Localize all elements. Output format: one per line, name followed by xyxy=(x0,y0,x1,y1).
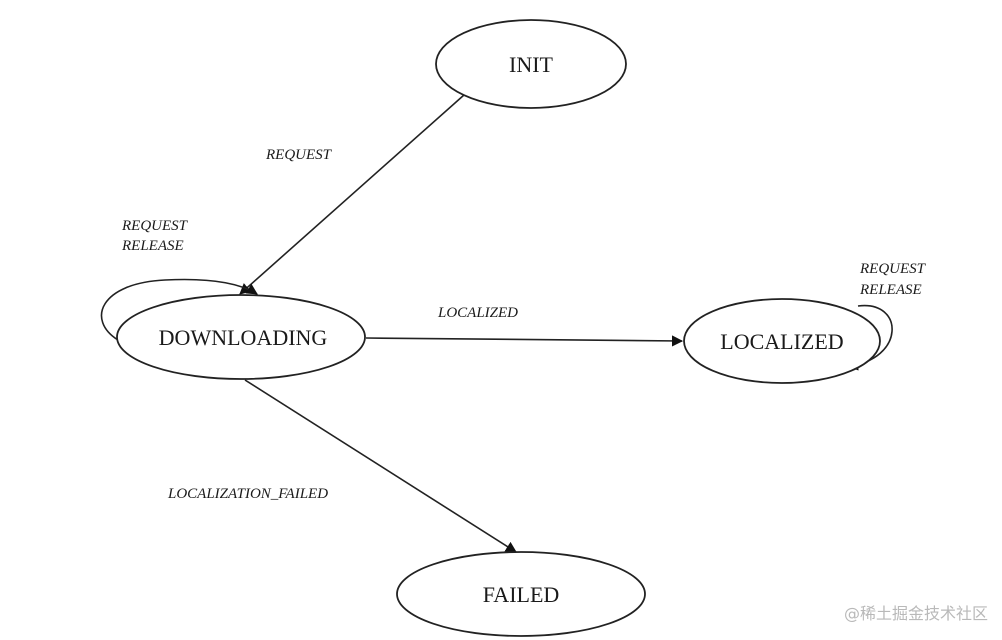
watermark-text: @稀土掘金技术社区 xyxy=(843,604,988,623)
state-label-localized: LOCALIZED xyxy=(720,329,843,354)
state-node-failed: FAILED xyxy=(396,551,646,637)
edge-label-localized-self-request: REQUEST xyxy=(859,261,927,277)
state-node-localized: LOCALIZED xyxy=(683,298,881,384)
state-ellipse xyxy=(116,294,366,380)
edge-label-downloading-to-failed: LOCALIZATION_FAILED xyxy=(167,486,328,502)
edge-downloading-to-failed xyxy=(244,379,517,553)
edge-label-downloading-to-localized: LOCALIZED xyxy=(437,305,518,321)
state-ellipse xyxy=(396,551,646,637)
state-label-init: INIT xyxy=(509,52,554,77)
edge-label-downloading-self-release: RELEASE xyxy=(121,238,184,254)
edge-init-to-downloading xyxy=(239,94,465,295)
state-node-downloading: DOWNLOADING xyxy=(116,294,366,380)
state-ellipse xyxy=(683,298,881,384)
state-label-downloading: DOWNLOADING xyxy=(159,325,328,350)
edge-label-downloading-self-request: REQUEST xyxy=(121,218,189,234)
state-label-failed: FAILED xyxy=(483,582,560,607)
state-ellipse xyxy=(435,19,627,109)
edge-downloading-to-localized xyxy=(365,335,684,347)
edge-downloading-self-loop xyxy=(100,278,258,341)
state-node-init: INIT xyxy=(435,19,627,109)
edge-label-init-to-downloading: REQUEST xyxy=(265,147,333,163)
edge-label-localized-self-release: RELEASE xyxy=(859,282,922,298)
